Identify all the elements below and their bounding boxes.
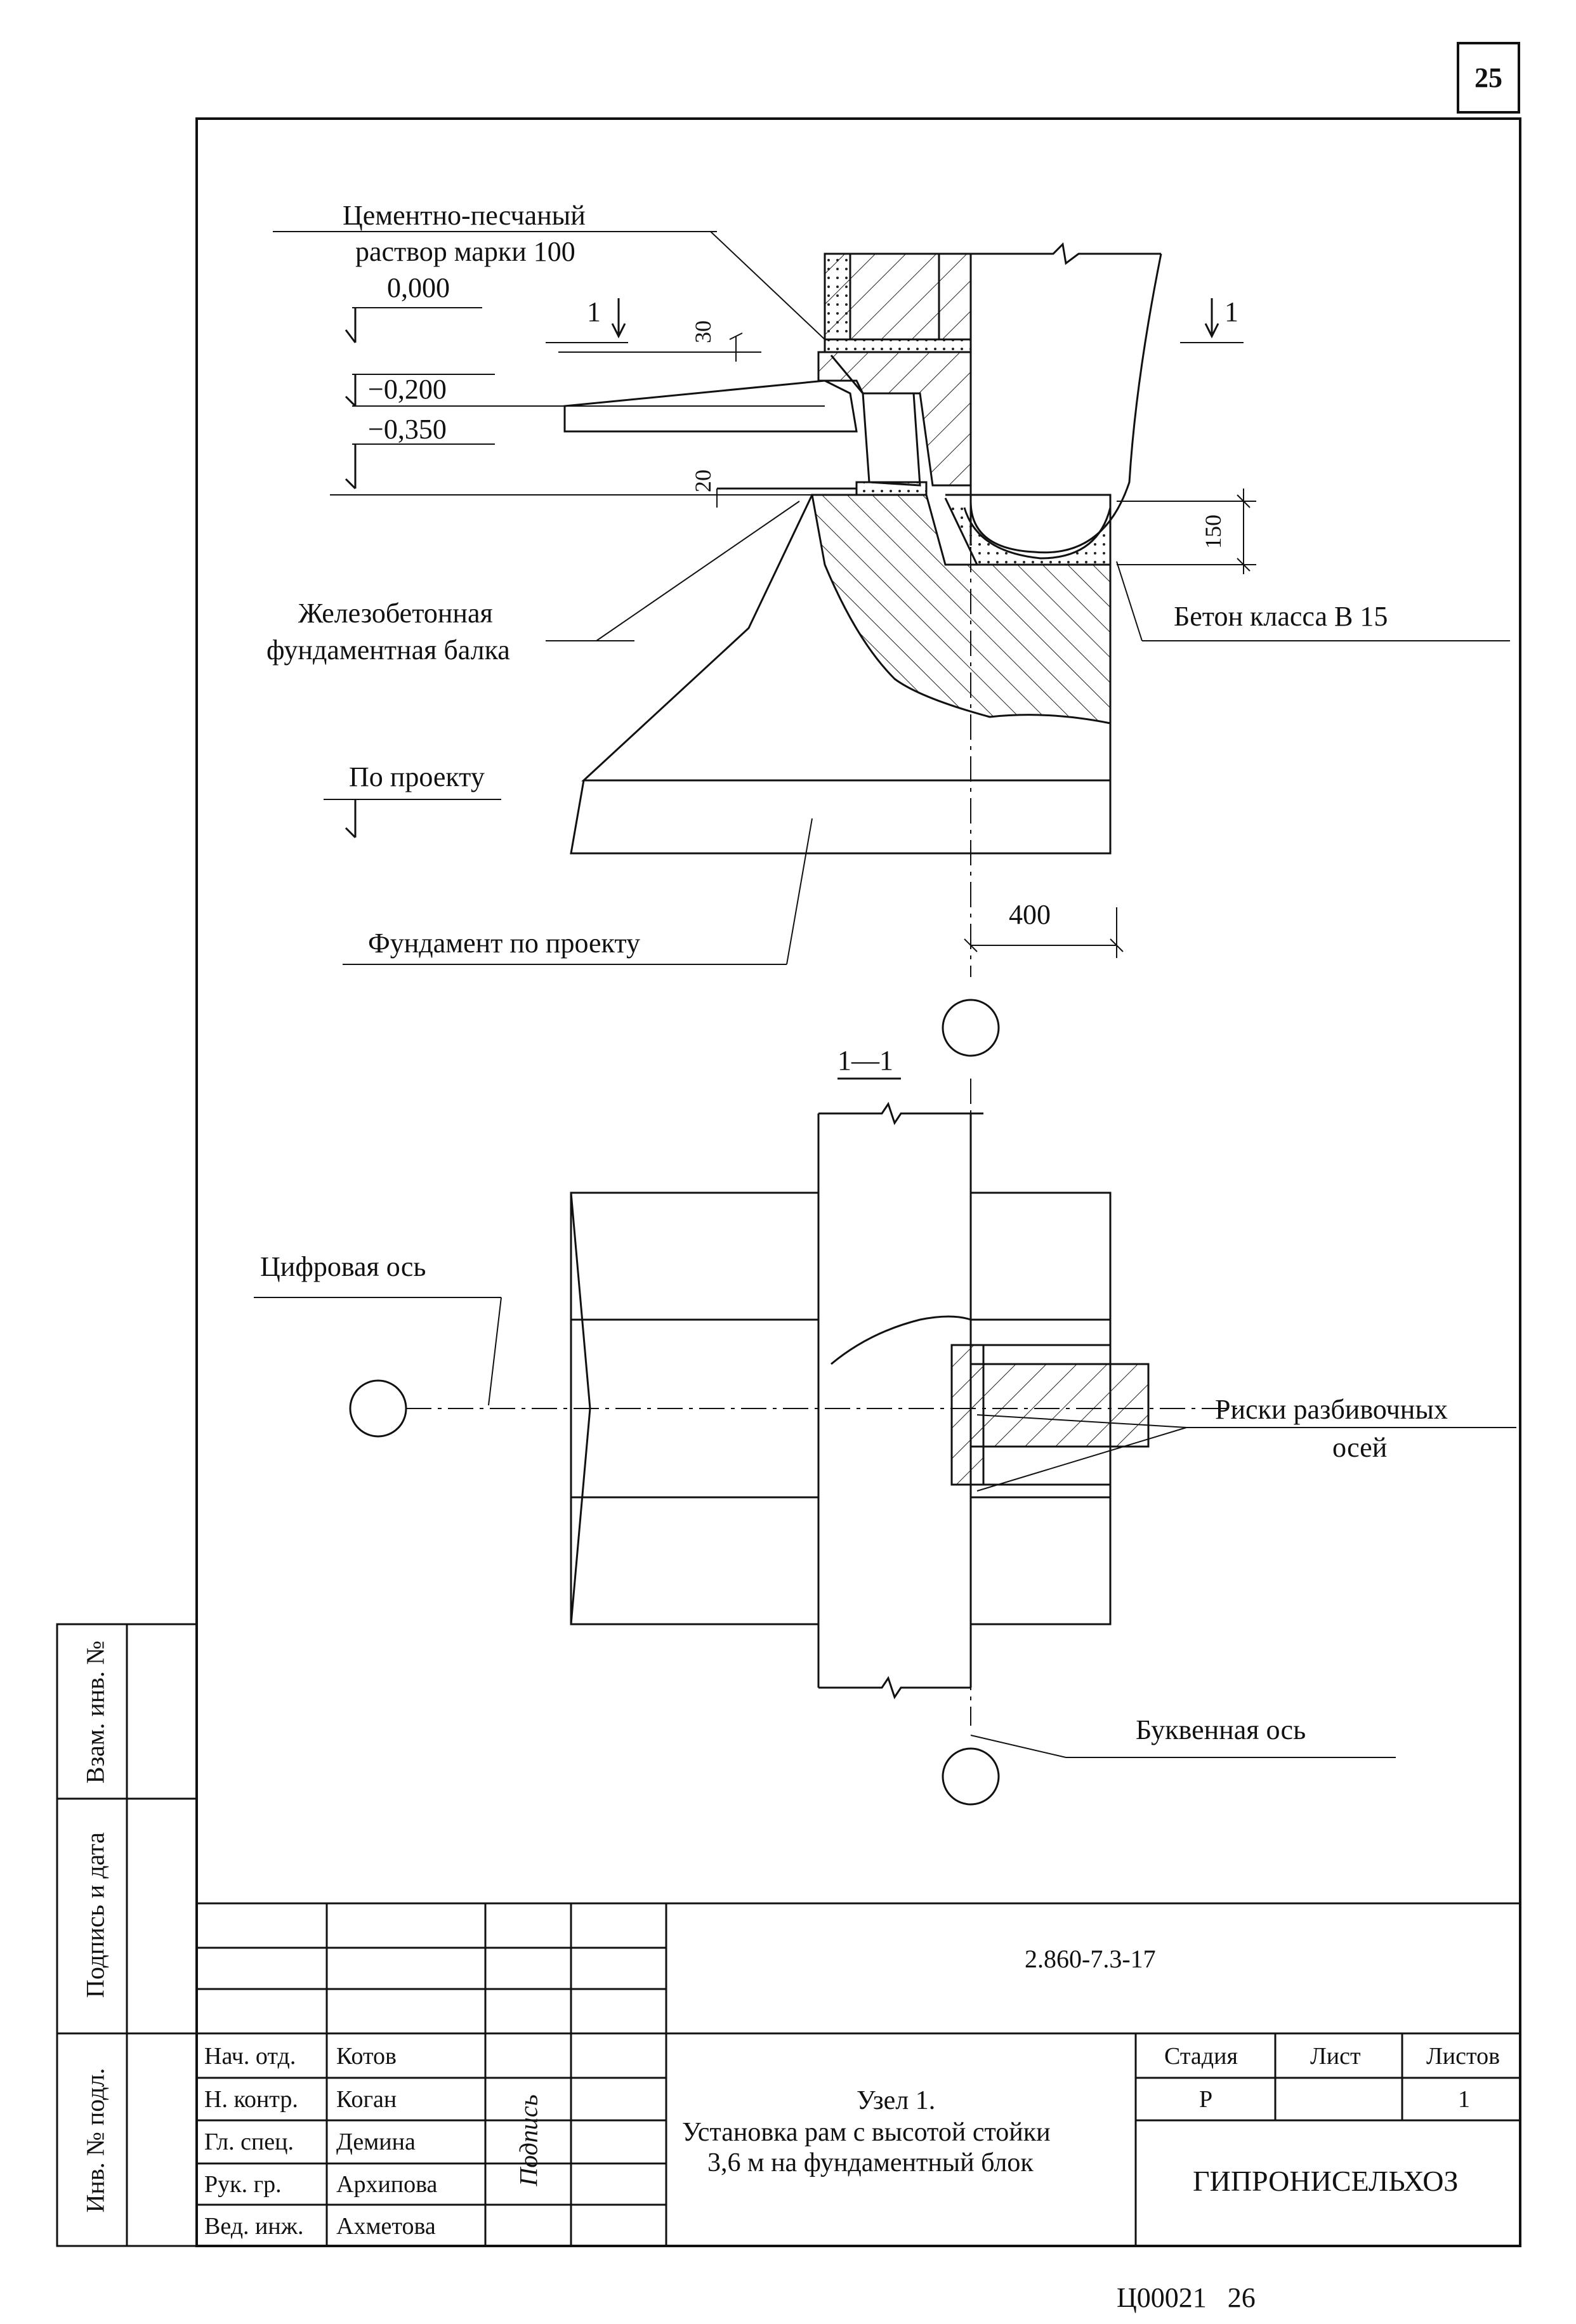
section-1-1	[254, 1077, 1516, 1806]
stamp-inv: Инв. № подл.	[81, 2068, 110, 2213]
person-name-4: Архипова	[336, 2171, 438, 2198]
label-mortar-line2: раствор марки 100	[355, 236, 575, 267]
person-name-5: Ахметова	[336, 2213, 436, 2240]
level-minus-350: −0,350	[368, 414, 447, 445]
level-0: 0,000	[387, 272, 450, 303]
title-line1: Узел 1.	[857, 2086, 936, 2115]
title-line3: 3,6 м на фундаментный блок	[707, 2148, 1034, 2177]
person-name-2: Коган	[336, 2086, 397, 2113]
sign-header: Подпись	[514, 2094, 543, 2186]
label-concrete-b15: Бетон класса В 15	[1174, 601, 1388, 632]
top-detail	[273, 231, 1510, 1057]
stage-value: Р	[1199, 2086, 1213, 2113]
label-marks-line1: Риски разбивочных	[1215, 1394, 1448, 1425]
dim-400: 400	[1009, 899, 1051, 930]
label-by-project: По проекту	[349, 761, 485, 792]
person-role-2: Н. контр.	[204, 2086, 298, 2113]
person-name-1: Котов	[336, 2043, 397, 2070]
label-letter-axis: Буквенная ось	[1136, 1714, 1306, 1745]
label-foundation: Фундамент по проекту	[368, 928, 640, 959]
footer-code: Ц00021 26	[1117, 2282, 1256, 2313]
sheet-header: Лист	[1310, 2043, 1361, 2070]
section-title: 1—1	[837, 1045, 893, 1076]
person-role-3: Гл. спец.	[204, 2129, 294, 2155]
doc-code: 2.860-7.3-17	[1025, 1945, 1156, 1973]
dim-20: 20	[690, 469, 716, 492]
label-beam-line2: фундаментная балка	[266, 634, 510, 666]
title-block-lines	[197, 1902, 1520, 2246]
section-mark-right: 1	[1225, 296, 1238, 327]
label-mortar-line1: Цементно-песчаный	[343, 200, 586, 231]
person-name-3: Демина	[336, 2129, 416, 2155]
sheets-value: 1	[1458, 2086, 1470, 2113]
org-name: ГИПРОНИСЕЛЬХОЗ	[1193, 2165, 1459, 2197]
dim-150: 150	[1200, 515, 1226, 549]
label-digital-axis: Цифровая ось	[260, 1251, 426, 1282]
label-marks-line2: осей	[1332, 1432, 1388, 1463]
stamp-podpis: Подпись и дата	[81, 1832, 110, 1999]
title-line2: Установка рам с высотой стойки	[682, 2118, 1051, 2147]
person-role-4: Рук. гр.	[204, 2171, 282, 2198]
stamp-vzam: Взам. инв. №	[81, 1640, 110, 1784]
person-role-1: Нач. отд.	[204, 2043, 296, 2070]
section-mark-left: 1	[587, 296, 601, 327]
sheet-frame	[195, 117, 1521, 2247]
dim-30: 30	[690, 320, 716, 343]
sheets-header: Листов	[1426, 2043, 1500, 2070]
level-minus-200: −0,200	[368, 374, 447, 405]
side-stamp	[56, 1623, 198, 2247]
person-role-5: Вед. инж.	[204, 2213, 304, 2240]
stage-header: Стадия	[1164, 2043, 1238, 2070]
page-number: 25	[1457, 42, 1520, 114]
label-beam-line1: Железобетонная	[298, 598, 493, 629]
